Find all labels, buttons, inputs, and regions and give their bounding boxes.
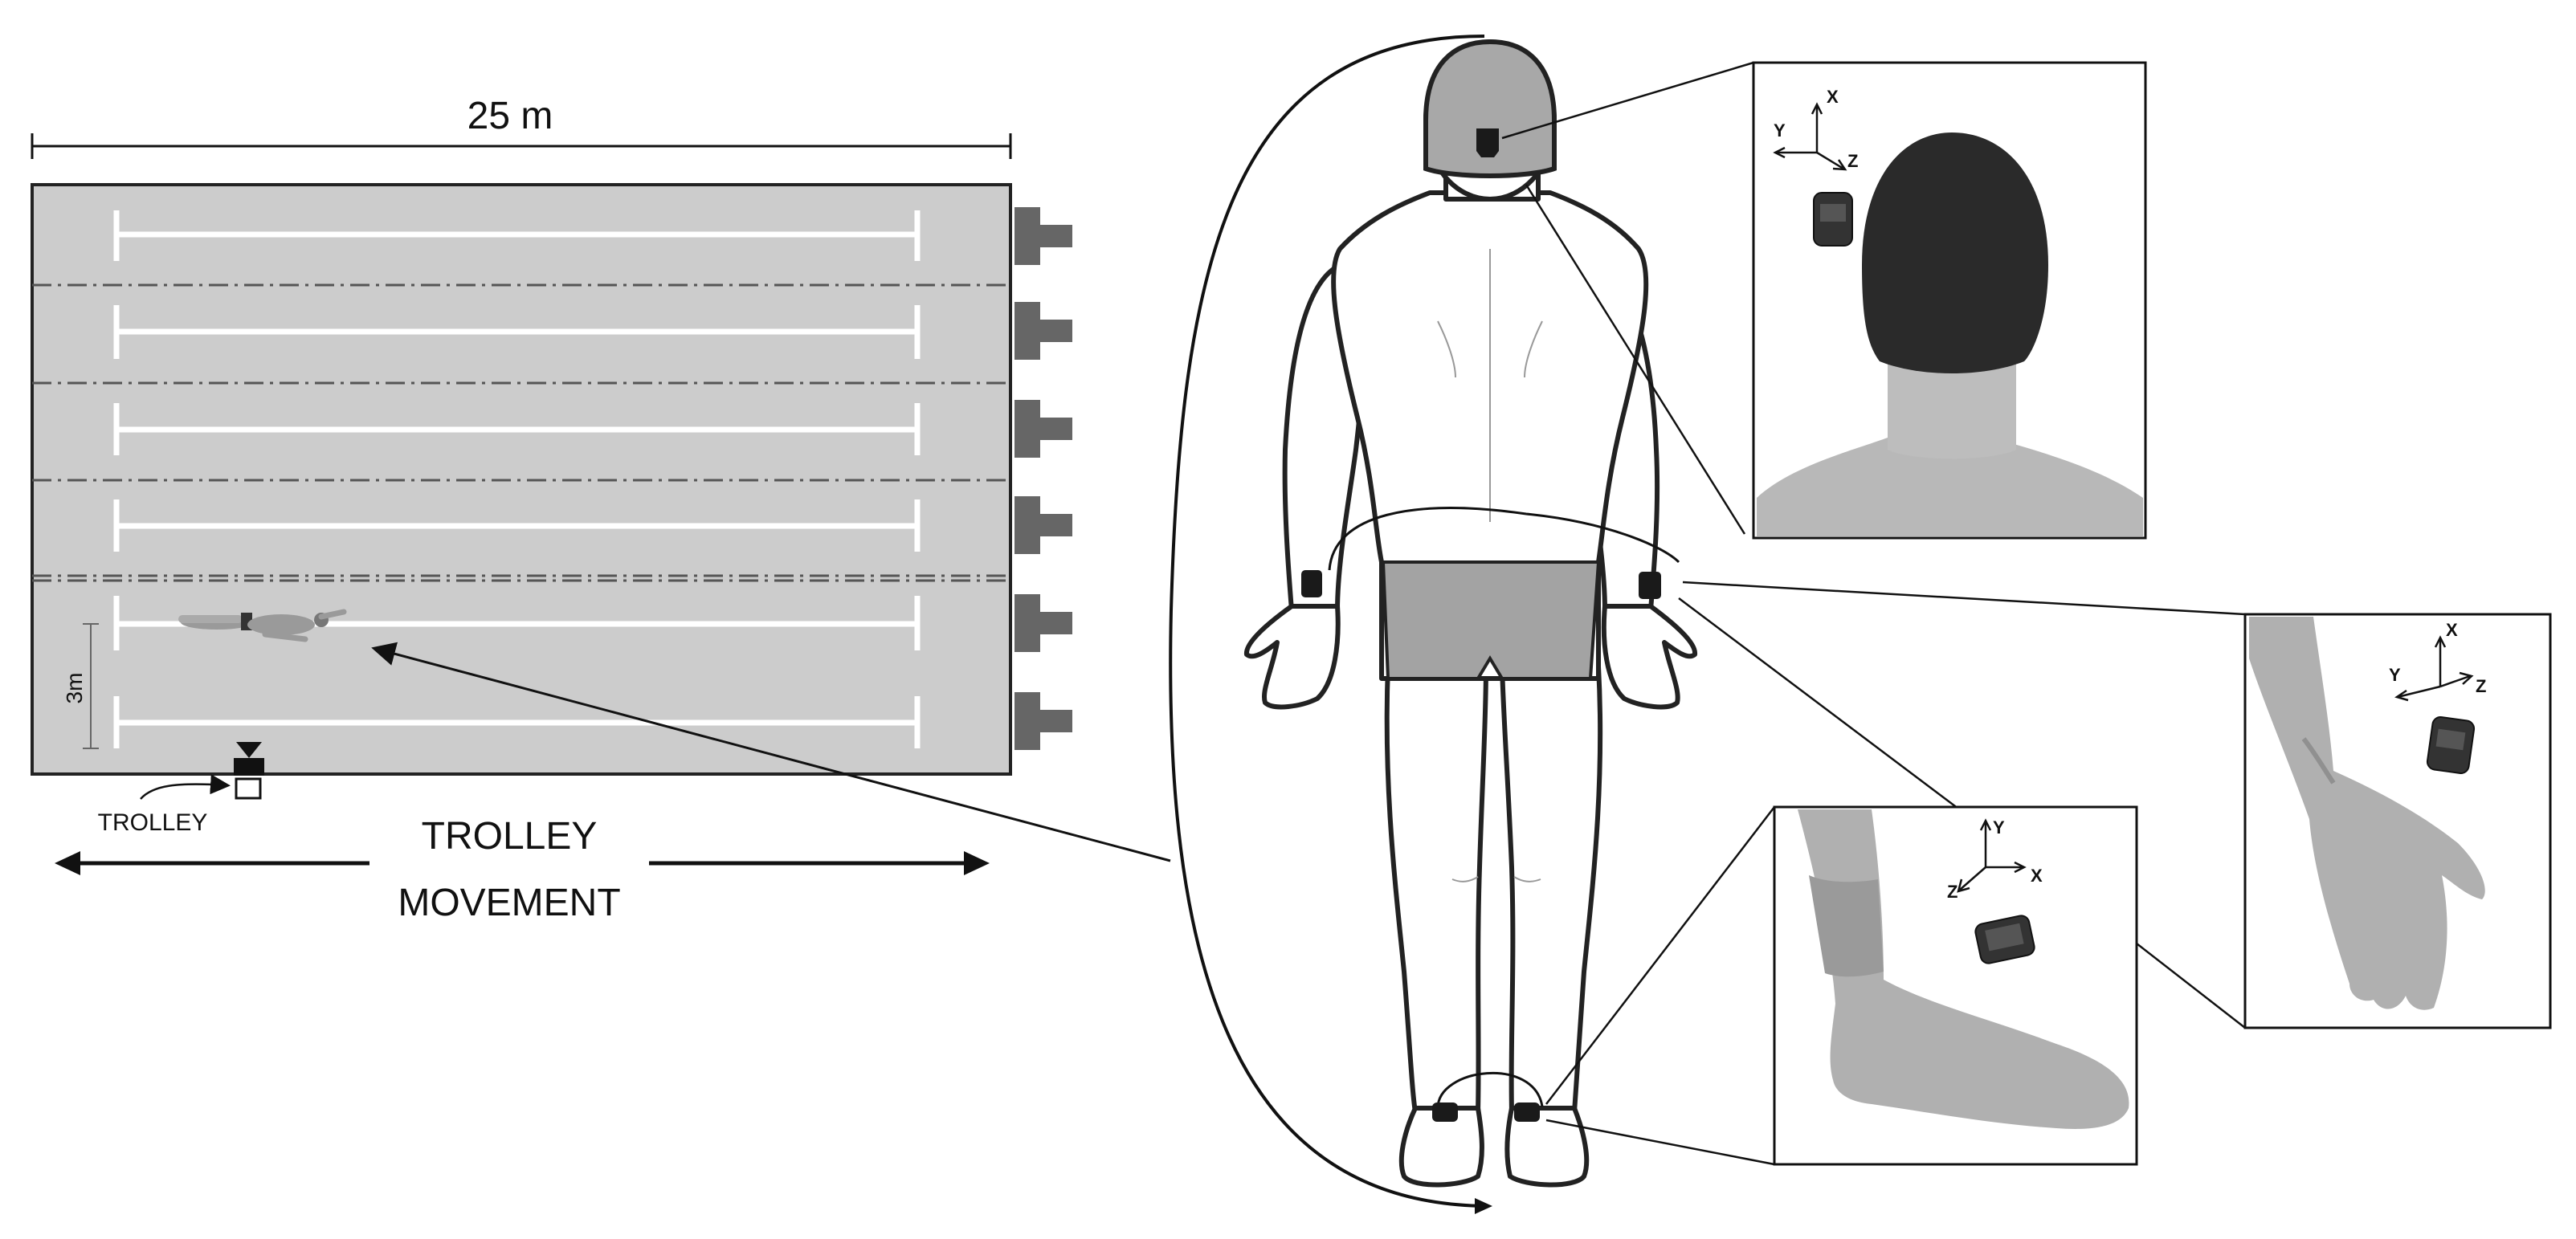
head-sensor-photo-panel: X Y Z (1752, 61, 2147, 540)
lane-lines (113, 210, 921, 748)
swimsuit (1381, 560, 1601, 680)
head-axis-x: X (1827, 87, 1839, 107)
trolley-camera-icon (234, 742, 264, 800)
ankle-sensor-loop (1436, 1072, 1544, 1109)
head-axis-y: Y (1774, 120, 1786, 141)
lane-spacing-dimension: 3m (62, 623, 99, 749)
wrist-sensor-photo-panel: X Y Z (2243, 613, 2552, 1029)
ankle-axis-y: Y (1993, 817, 2005, 838)
head-sensor-marker (1476, 128, 1499, 157)
trolley-movement-label-2: MOVEMENT (398, 882, 620, 924)
wrist-axis-z: Z (2476, 676, 2486, 696)
lane-separators (32, 283, 1010, 582)
ankle-axis-x: X (2031, 866, 2043, 886)
trolley-label: TROLLEY (98, 809, 208, 836)
body-to-swimmer-arrow (371, 642, 1171, 862)
pool-length-dimension: 25 m (31, 95, 1012, 159)
head-axis-z: Z (1847, 151, 1858, 171)
ankle-axes-icon (1957, 818, 2027, 893)
swimmer-figure (178, 609, 347, 642)
pool-length-label: 25 m (467, 95, 553, 137)
wrist-axis-x: X (2446, 620, 2458, 640)
left-wrist-sensor-marker (1301, 570, 1322, 597)
body-bracket-curve (1169, 35, 1488, 1208)
ankle-axis-z: Z (1947, 882, 1958, 902)
body-sensor-markers (1301, 128, 1661, 1122)
pool-diagram: 25 m (31, 95, 1072, 924)
head-with-cap (1423, 39, 1557, 202)
right-ankle-sensor-marker (1514, 1102, 1540, 1122)
back-muscle-lines (1437, 249, 1543, 882)
trolley-pointer-arrow (140, 774, 231, 800)
head-axes-icon (1773, 102, 1847, 171)
wrist-axes-icon (2394, 635, 2474, 702)
wrist-sensor-loop (1328, 507, 1680, 571)
ankle-sensor-photo-panel: Y X Z (1773, 805, 2138, 1166)
wrist-axis-y: Y (2389, 665, 2401, 685)
starting-blocks (1014, 207, 1072, 750)
left-ankle-sensor-marker (1432, 1102, 1458, 1122)
trolley-movement-indicator: TROLLEY MOVEMENT (55, 815, 990, 924)
right-wrist-sensor-marker (1639, 572, 1661, 599)
panel-connector-lines (1501, 61, 2246, 1166)
lane-spacing-label: 3m (62, 673, 87, 704)
bracket-end-arrow (1475, 1198, 1492, 1214)
trolley-movement-label-1: TROLLEY (422, 815, 598, 858)
